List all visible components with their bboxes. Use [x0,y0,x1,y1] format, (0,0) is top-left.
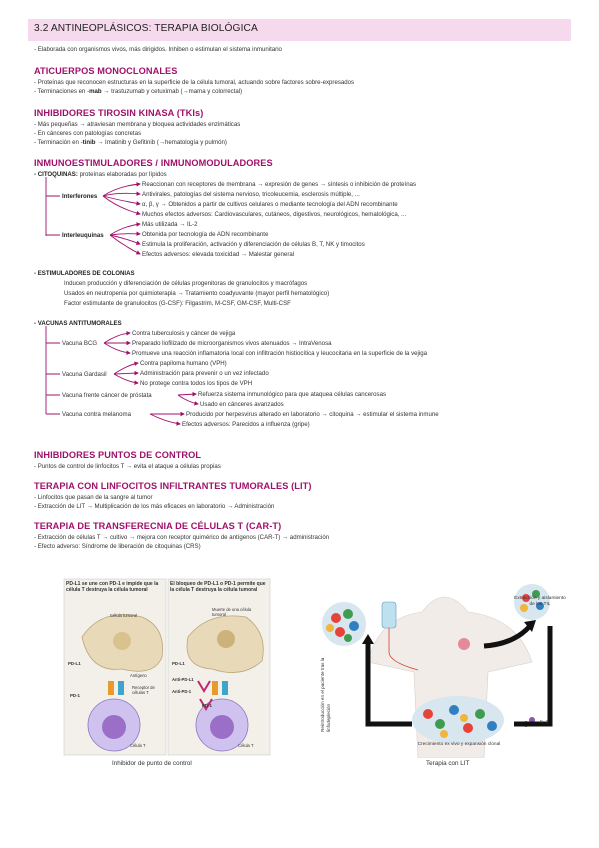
melanoma-item: Producido por herpesvirus alterado en la… [186,411,439,418]
colonias-item: Usados en neutropenia por quimioterapia … [64,290,330,297]
tki-line-1: - Más pequeñas → atraviesan membrana y b… [34,121,241,128]
label-pd1: PD-1 [70,693,81,698]
interleuquina-item: Obtenida por tecnología de ADN recombina… [142,231,269,238]
figure-lit: Extracción y aislamiento de los TIL Rein… [318,582,568,758]
heading-tki: INHIBIDORES TIROSIN KINASA (TKIs) [34,108,204,118]
mab-suffix: mab [89,88,102,95]
label-celula-tumoral: Célula tumoral [110,613,137,618]
panel1-title: PD-L1 se une con PD-1 e impide que la cé… [66,581,159,593]
vacuna-gardasil-label: Vacuna Gardasil [62,371,107,378]
label-muerte: Muerte de una célula tumoral [212,607,252,617]
interferon-item: Antivirales, patologías del sistema nerv… [142,191,360,198]
interleuquina-item: Efectos adversos: elevada toxicidad → Ma… [142,251,295,258]
vacuna-bcg-label: Vacuna BCG [62,340,98,347]
mab-line-2-a: - Terminaciones en - [34,88,90,95]
tki-line-2: - En cánceres con patologías concretas [34,130,142,137]
tki-line-3-c: → Imatinib y Gefitinib (→hematología y p… [95,139,227,146]
lit-line-2: - Extracción de LIT → Multiplicación de … [34,503,275,510]
interferon-item: Muchos efectos adversos: Cardiovasculare… [142,211,407,218]
tki-suffix: tinib [82,139,96,146]
label-celula-t-2: Célula T [238,743,254,748]
prostata-item: Usado en cánceres avanzados [200,401,284,408]
caption-lit: Terapia con LIT [426,760,470,767]
label-anti-pdl1: Anti-PD-L1 [172,677,194,682]
label-crecimiento: Crecimiento ex vivo y expansión clonal [417,742,501,747]
gardasil-item: Contra papiloma humano (VPH) [140,360,227,367]
colonias-label: - ESTIMULADORES DE COLONIAS [34,270,135,277]
gardasil-item: No protege contra todos los tipos de VPH [140,380,253,387]
cart-line-2: - Efecto adverso: Síndrome de liberación… [34,543,201,550]
interleuquina-item: Estimula la proliferación, activación y … [142,241,365,248]
heading-puntos: INHIBIDORES PUNTOS DE CONTROL [34,450,202,460]
label-reintroduccion: Reintroducción en el paciente tras la li… [320,657,331,732]
melanoma-item: Efectos adversos: Parecidos a influenza … [182,421,310,428]
prostata-item: Refuerza sistema inmunológico para que a… [198,391,387,398]
label-pdl1-2: PD-L1 [172,661,185,666]
colonias-item: Factor estimulante de granulocitos (G-CS… [64,300,291,307]
heading-cart: TERAPIA DE TRANSFERECNIA DE CÉLULAS T (C… [34,521,282,531]
title-bar: 3.2 ANTINEOPLÁSICOS: TERAPIA BIOLÓGICA [28,19,571,41]
checkpoint-illustration [62,577,272,757]
mab-line-2-c: → trastuzumab y cetuximab (→mama y color… [101,88,243,95]
tki-line-3: - Terminación en -tinib → Imatinib y Gef… [34,139,227,146]
page-title: 3.2 ANTINEOPLÁSICOS: TERAPIA BIOLÓGICA [34,23,258,34]
vacunas-label: - VACUNAS ANTITUMORALES [34,320,122,327]
bcg-item: Preparado liofilizado de microorganismos… [132,340,332,347]
figure-checkpoint: PD-L1 se une con PD-1 e impide que la cé… [62,577,272,757]
interleuquina-item: Más utilizada → IL-2 [142,221,198,228]
label-extraccion: Extracción y aislamiento de los TIL [514,596,566,607]
label-anti-pd1: Anti-PD-1 [172,689,192,694]
mab-line-2: - Terminaciones en -mab → trastuzumab y … [34,88,242,95]
interferon-item: Reaccionan con receptores de membrana → … [142,181,417,188]
citoquinas-text: proteínas elaboradas por lípidos [77,171,167,178]
mab-line-1: - Proteínas que reconocen estructuras en… [34,79,355,86]
lit-line-1: - Linfocitos que pasan de la sangre al t… [34,494,153,501]
interferones-label: Interferones [62,193,98,200]
label-il2: IL-2 [540,720,549,725]
colonias-item: Inducen producción y diferenciación de c… [64,280,308,287]
cart-line-1: - Extracción de células T → cultivo → me… [34,534,330,541]
gardasil-item: Administración para prevenir o un vez in… [140,370,269,377]
lit-illustration [322,584,553,758]
puntos-line-1: - Puntos de control de linfocitos T → ev… [34,463,221,470]
label-pdl1: PD-L1 [68,661,81,666]
heading-inmuno: INMUNOESTIMULADORES / INMUNOMODULADORES [34,158,273,168]
bcg-item: Contra tuberculosis y cáncer de vejiga [132,330,236,337]
intro-text: - Elaborada con organismos vivos, más di… [34,46,282,53]
label-celula-t: Célula T [130,743,146,748]
citoquinas-label: - CITOQUINAS: [34,171,78,178]
label-antigeno: Antígeno [130,673,147,678]
citoquinas-line: - CITOQUINAS: proteínas elaboradas por l… [34,171,167,178]
bcg-item: Promueve una reacción inflamatoria local… [132,350,428,357]
caption-checkpoint: Inhibidor de punto de control [112,760,192,767]
vacuna-melanoma-label: Vacuna contra melanoma [62,411,131,418]
label-receptor: Receptor de células T [132,685,155,695]
label-pd1-2: PD-1 [202,703,213,708]
heading-lit: TERAPIA CON LINFOCITOS INFILTRANTES TUMO… [34,481,312,491]
tki-line-3-a: - Terminación en - [34,139,83,146]
vacuna-prostata-label: Vacuna frente cáncer de próstata [62,392,152,399]
interleuquinas-label: Interleuquinas [62,232,104,239]
panel2-title: El bloqueo de PD-L1 o PD-1 permite que l… [170,581,266,593]
heading-mab: ATICUERPOS MONOCLONALES [34,66,178,76]
interferon-item: α, β, γ → Obtenidos a partir de cultivos… [142,201,398,208]
